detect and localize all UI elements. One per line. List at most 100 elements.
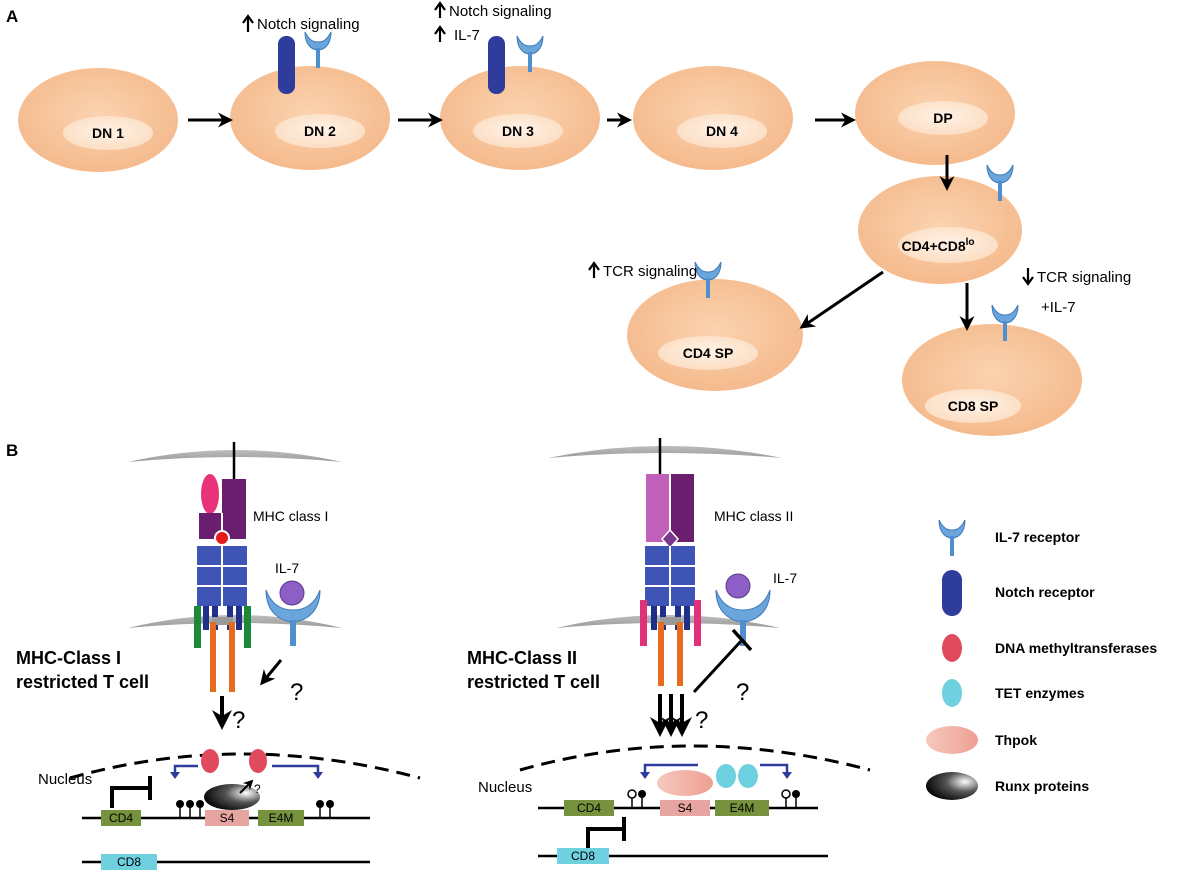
- gene-cd8: [101, 854, 157, 870]
- cd4-coreceptor: [694, 600, 701, 646]
- inhibition-bar: [731, 628, 753, 652]
- methylation-marks: [627, 789, 800, 808]
- legend-label: DNA methyltransferases: [995, 640, 1157, 656]
- tet-enzyme-icon: [738, 764, 758, 788]
- up-arrow-icon: [434, 25, 446, 42]
- legend-item: IL-7 receptor: [938, 519, 1080, 557]
- gene-e4m: [715, 800, 769, 816]
- il7-receptor-icon: [304, 31, 332, 69]
- panel-a-label: A: [6, 7, 18, 26]
- flow-arrow: [799, 270, 884, 329]
- signaling-chain: [210, 622, 216, 692]
- tcr-down-text: TCR signaling: [1037, 269, 1131, 286]
- gene-s4-label: S4: [678, 801, 693, 815]
- down-arrow-icon: [1022, 268, 1034, 286]
- cell-cd4-cd8lo-label: CD4+CD8lo: [901, 237, 974, 254]
- runx-icon: [204, 784, 260, 810]
- gene-e4m-label: E4M: [730, 801, 755, 815]
- repression-icon: [586, 827, 624, 850]
- class2-title-line1: MHC-Class II: [467, 648, 577, 668]
- il7-cytokine-icon: [725, 573, 751, 599]
- cell-dn3-label: DN 3: [502, 123, 534, 139]
- cell-cd8-sp-label: CD8 SP: [948, 398, 999, 414]
- cell-dn1-label: DN 1: [92, 125, 124, 141]
- legend-item: Thpok: [926, 726, 1037, 754]
- cell-cd8-sp: CD8 SP: [902, 324, 1082, 436]
- tet-enzyme-icon: [716, 764, 736, 788]
- dna-methyltransferase-icon: [201, 749, 219, 773]
- gene-cd8: [557, 848, 609, 864]
- thpok-icon: [657, 770, 713, 796]
- dn3-notch-text: Notch signaling: [449, 3, 552, 20]
- dna-methyltransferase-icon: [942, 634, 962, 662]
- gene-cd4: [564, 800, 614, 816]
- legend-label: IL-7 receptor: [995, 529, 1080, 545]
- legend-label: Notch receptor: [995, 584, 1095, 600]
- inhibition-line: [692, 638, 744, 694]
- methylation-marks: [176, 800, 334, 818]
- class2-il7-label: IL-7: [773, 570, 797, 586]
- signaling-chain: [229, 622, 235, 692]
- class1-synapse: [128, 442, 342, 692]
- cell-dn2: DN 2: [230, 66, 390, 170]
- question-mark: ?: [290, 679, 303, 706]
- repression-icon: [110, 786, 150, 808]
- tcr-up-text: TCR signaling: [603, 263, 697, 280]
- signaling-chain: [658, 622, 664, 686]
- gene-cd8-label: CD8: [117, 855, 141, 869]
- gene-cd4-label: CD4: [577, 801, 601, 815]
- panel-b-label: B: [6, 441, 18, 460]
- legend-label: Thpok: [995, 732, 1037, 748]
- cd8-coreceptor: [244, 606, 251, 648]
- runx-icon: [926, 772, 978, 800]
- legend-item: Notch receptor: [942, 570, 1095, 616]
- up-arrow-icon: [242, 14, 254, 32]
- legend-label: Runx proteins: [995, 778, 1089, 794]
- gene-s4-label: S4: [220, 811, 235, 825]
- cell-dp-label: DP: [933, 110, 952, 126]
- cd8-coreceptor: [194, 606, 201, 648]
- gene-cd8-label: CD8: [571, 849, 595, 863]
- question-mark: ?: [736, 679, 749, 706]
- mhc-alpha-domain: [646, 474, 670, 514]
- class2-nucleus-label: Nucleus: [478, 779, 532, 796]
- cell-cd4-sp: CD4 SP: [627, 279, 803, 391]
- question-mark: ?: [695, 707, 708, 734]
- nuclear-envelope: [69, 752, 421, 780]
- tet-enzyme-icon: [942, 679, 962, 707]
- class1-mhc-label: MHC class I: [253, 508, 328, 524]
- cell-dn4: DN 4: [633, 66, 793, 170]
- class2-mhc-label: MHC class II: [714, 508, 793, 524]
- legend-item: TET enzymes: [942, 679, 1085, 707]
- class2-synapse: [548, 438, 782, 686]
- class2-title-line2: restricted T cell: [467, 672, 600, 692]
- notch-receptor-icon: [488, 36, 505, 94]
- notch-receptor-icon: [278, 36, 295, 94]
- il7-cytokine-icon: [279, 580, 305, 606]
- cell-dn2-label: DN 2: [304, 123, 336, 139]
- cell-dn3: DN 3: [440, 66, 600, 170]
- mhc-alpha-domain: [222, 479, 246, 513]
- signaling-chain: [677, 622, 683, 686]
- beta2m-domain: [201, 474, 219, 514]
- mhc-beta-domain: [670, 474, 694, 514]
- apc-membrane: [548, 446, 782, 458]
- class1-title-line1: MHC-Class I: [16, 648, 121, 668]
- class1-title-line2: restricted T cell: [16, 672, 149, 692]
- class1-nucleus-label: Nucleus: [38, 771, 92, 788]
- il7-signal-arrow: [260, 659, 283, 686]
- il7-receptor-icon: [938, 519, 966, 557]
- gene-s4: [660, 800, 710, 816]
- cell-dn1: DN 1: [18, 68, 178, 172]
- gene-s4: [205, 810, 249, 826]
- dn2-notch-text: Notch signaling: [257, 16, 360, 33]
- question-mark: ?: [254, 782, 261, 796]
- gene-e4m-label: E4M: [269, 811, 294, 825]
- dna-methyltransferase-icon: [249, 749, 267, 773]
- peptide-icon: [214, 530, 230, 546]
- notch-receptor-icon: [942, 570, 962, 616]
- up-arrow-icon: [434, 1, 446, 18]
- cell-dn4-label: DN 4: [706, 123, 738, 139]
- gene-e4m: [258, 810, 304, 826]
